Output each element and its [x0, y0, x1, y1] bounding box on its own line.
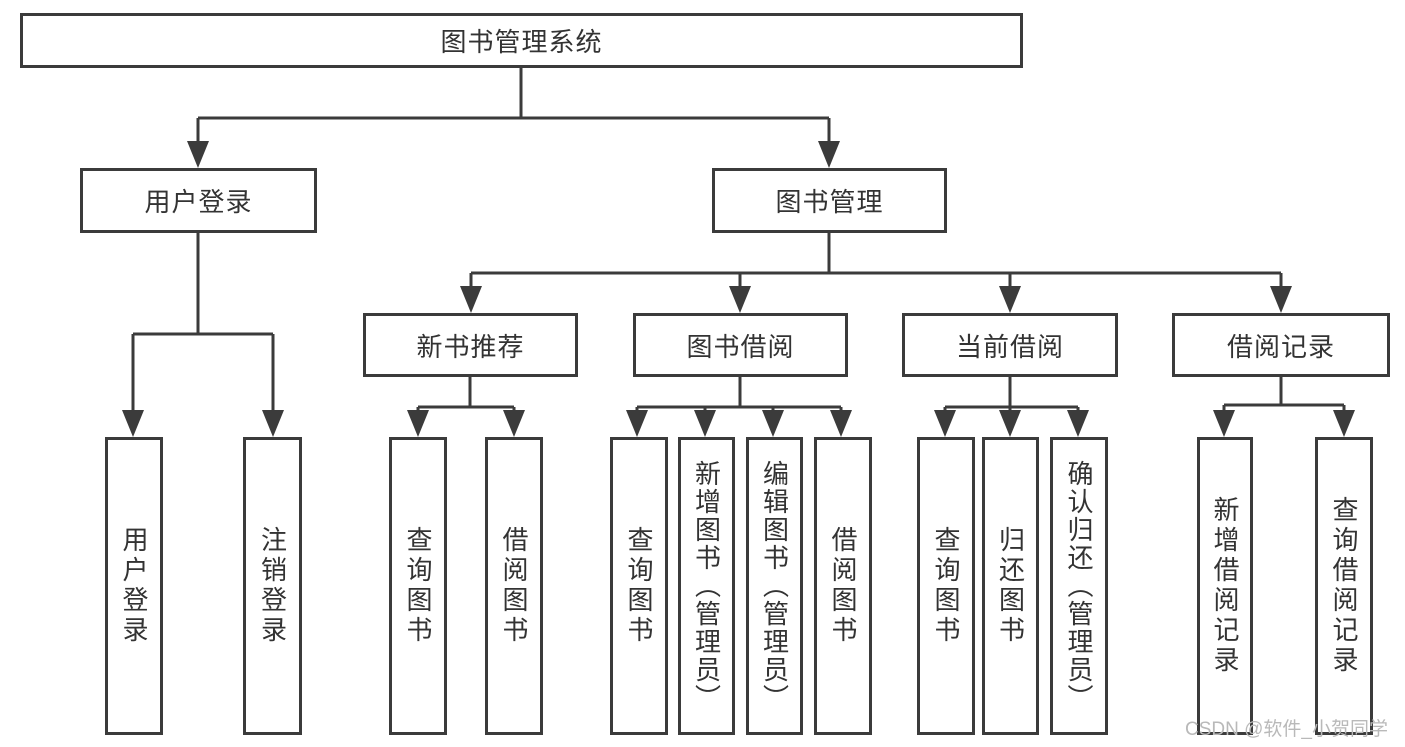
arrowhead: [122, 410, 144, 437]
node-book-borrow-label: 图书借阅: [686, 331, 795, 362]
leaf-confirm-return-admin-label: 确认归还（管理员）: [1064, 460, 1094, 712]
leaf-query-books-current: 查询图书: [917, 437, 975, 735]
node-root: 图书管理系统: [20, 13, 1023, 68]
leaf-logout: 注销登录: [243, 437, 302, 735]
node-new-book-recommend: 新书推荐: [363, 313, 578, 377]
leaf-query-books-borrow-label: 查询图书: [624, 526, 654, 646]
arrowhead: [1270, 286, 1292, 313]
node-user-login: 用户登录: [80, 168, 317, 233]
arrowhead: [762, 410, 784, 437]
leaf-return-books-label: 归还图书: [995, 526, 1026, 646]
node-root-label: 图书管理系统: [440, 27, 603, 57]
arrowhead: [1333, 410, 1355, 437]
leaf-borrow-books-recommend: 借阅图书: [485, 437, 543, 735]
arrowhead: [818, 141, 840, 168]
arrowhead: [999, 410, 1021, 437]
connector-book-management-branch: [460, 233, 1292, 313]
node-new-book-recommend-label: 新书推荐: [416, 331, 525, 362]
node-book-borrow: 图书借阅: [633, 313, 848, 377]
arrowhead: [262, 410, 284, 437]
node-borrow-records-label: 借阅记录: [1226, 331, 1335, 362]
arrowhead: [503, 410, 525, 437]
leaf-borrow-books-label: 借阅图书: [828, 526, 858, 646]
arrowhead: [999, 286, 1021, 313]
arrowhead: [729, 286, 751, 313]
node-user-login-label: 用户登录: [144, 187, 253, 217]
leaf-borrow-books: 借阅图书: [814, 437, 872, 735]
leaf-return-books: 归还图书: [982, 437, 1039, 735]
node-book-management-label: 图书管理: [775, 187, 884, 217]
connector-user-login-branch: [122, 233, 284, 437]
arrowhead: [187, 141, 209, 168]
leaf-borrow-books-recommend-label: 借阅图书: [499, 526, 529, 646]
arrowhead: [1213, 410, 1235, 437]
node-borrow-records: 借阅记录: [1172, 313, 1390, 377]
node-book-management: 图书管理: [712, 168, 947, 233]
leaf-confirm-return-admin: 确认归还（管理员）: [1050, 437, 1108, 735]
connector-root-to-level2: [187, 68, 840, 168]
arrowhead: [694, 410, 716, 437]
leaf-query-books-recommend-label: 查询图书: [403, 526, 433, 646]
connector-current-borrow-branch: [934, 377, 1089, 437]
arrowhead: [1067, 410, 1089, 437]
arrowhead: [407, 410, 429, 437]
connector-new-book-branch: [407, 377, 525, 437]
arrowhead: [934, 410, 956, 437]
leaf-query-books-borrow: 查询图书: [610, 437, 668, 735]
leaf-query-borrow-record: 查询借阅记录: [1315, 437, 1373, 735]
leaf-user-login: 用户登录: [105, 437, 163, 735]
arrowhead: [830, 410, 852, 437]
leaf-user-login-label: 用户登录: [119, 526, 149, 646]
leaf-logout-label: 注销登录: [257, 526, 288, 646]
leaf-edit-books-admin: 编辑图书（管理员）: [746, 437, 803, 735]
leaf-add-borrow-record-label: 新增借阅记录: [1210, 496, 1240, 676]
connector-borrow-records-branch: [1213, 377, 1355, 437]
arrowhead: [626, 410, 648, 437]
arrowhead: [460, 286, 482, 313]
leaf-query-books-recommend: 查询图书: [389, 437, 447, 735]
leaf-edit-books-admin-label: 编辑图书（管理员）: [759, 460, 790, 712]
csdn-watermark: CSDN @软件_小贺同学: [1185, 719, 1388, 740]
node-current-borrow: 当前借阅: [902, 313, 1118, 377]
connector-book-borrow-branch: [626, 377, 852, 437]
leaf-add-borrow-record: 新增借阅记录: [1197, 437, 1253, 735]
leaf-add-books-admin: 新增图书（管理员）: [678, 437, 735, 735]
node-current-borrow-label: 当前借阅: [955, 331, 1064, 362]
leaf-query-books-current-label: 查询图书: [931, 526, 961, 646]
leaf-query-borrow-record-label: 查询借阅记录: [1329, 496, 1359, 676]
leaf-add-books-admin-label: 新增图书（管理员）: [691, 460, 722, 712]
